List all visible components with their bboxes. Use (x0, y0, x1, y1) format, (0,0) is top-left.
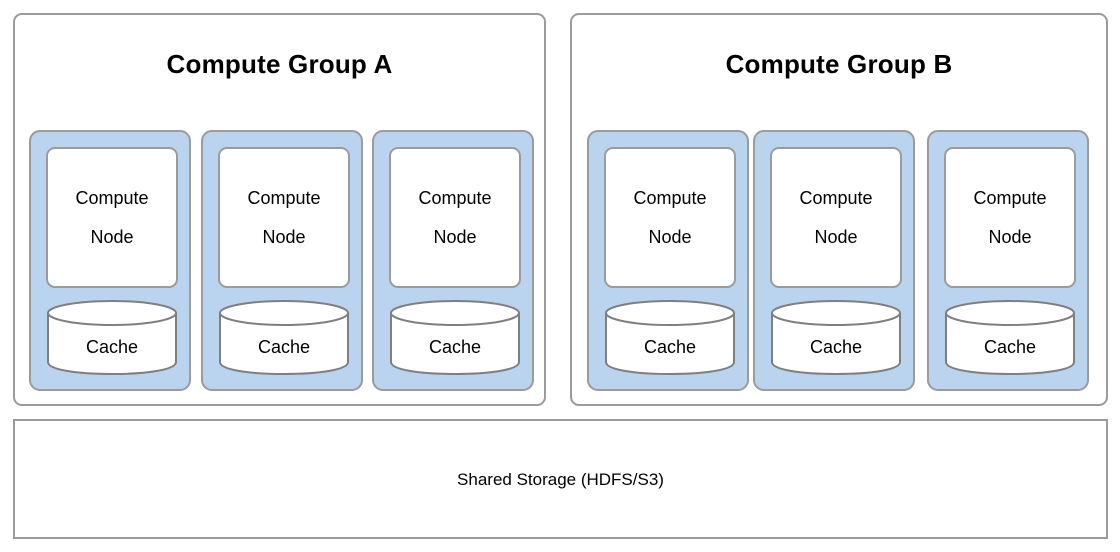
cylinder-icon (605, 300, 735, 375)
compute-node-wrapper-a3[interactable]: Compute Node Cache (372, 130, 534, 391)
compute-node-label-line1: Compute (633, 188, 707, 208)
compute-node-wrapper-a2[interactable]: Compute Node Cache (201, 130, 363, 391)
cache-label: Cache (983, 337, 1037, 357)
compute-group-a-container[interactable]: Compute Group A Compute Node Cache Compu… (13, 13, 546, 406)
compute-node-label-line2: Node (814, 227, 858, 247)
compute-node-wrapper-a1[interactable]: Compute Node Cache (29, 130, 191, 391)
compute-node-wrapper-b3[interactable]: Compute Node Cache (927, 130, 1089, 391)
cylinder-icon (390, 300, 520, 375)
cache-label: Cache (428, 337, 482, 357)
compute-node-label-line1: Compute (973, 188, 1047, 208)
cache-cylinder-b1[interactable]: Cache (604, 299, 736, 376)
cylinder-icon (47, 300, 177, 375)
compute-node-card-a3[interactable]: Compute Node (389, 147, 521, 288)
cache-cylinder-b2[interactable]: Cache (770, 299, 902, 376)
cylinder-icon (219, 300, 349, 375)
cache-label: Cache (257, 337, 311, 357)
compute-node-card-a1[interactable]: Compute Node (46, 147, 178, 288)
cache-cylinder-b3[interactable]: Cache (944, 299, 1076, 376)
compute-node-wrapper-b1[interactable]: Compute Node Cache (587, 130, 749, 391)
compute-node-label-line2: Node (648, 227, 692, 247)
cache-cylinder-a1[interactable]: Cache (46, 299, 178, 376)
cache-label: Cache (809, 337, 863, 357)
compute-node-label-line1: Compute (418, 188, 492, 208)
cache-label: Cache (85, 337, 139, 357)
compute-node-label-line2: Node (262, 227, 306, 247)
compute-node-label-line2: Node (988, 227, 1032, 247)
shared-storage-label: Shared Storage (HDFS/S3) (457, 469, 664, 489)
compute-node-card-b2[interactable]: Compute Node (770, 147, 902, 288)
compute-node-label-line1: Compute (75, 188, 149, 208)
compute-node-label-line2: Node (433, 227, 477, 247)
compute-node-label-line1: Compute (799, 188, 873, 208)
compute-group-b-container[interactable]: Compute Group B Compute Node Cache Compu… (570, 13, 1108, 406)
compute-node-label-line1: Compute (247, 188, 321, 208)
compute-node-card-a2[interactable]: Compute Node (218, 147, 350, 288)
compute-node-label-line2: Node (90, 227, 134, 247)
cache-label: Cache (643, 337, 697, 357)
cache-cylinder-a3[interactable]: Cache (389, 299, 521, 376)
cylinder-icon (945, 300, 1075, 375)
compute-node-card-b3[interactable]: Compute Node (944, 147, 1076, 288)
compute-node-wrapper-b2[interactable]: Compute Node Cache (753, 130, 915, 391)
cylinder-icon (771, 300, 901, 375)
compute-group-b-title: Compute Group B (725, 49, 953, 79)
compute-node-card-b1[interactable]: Compute Node (604, 147, 736, 288)
shared-storage-container[interactable]: Shared Storage (HDFS/S3) (13, 419, 1108, 539)
compute-group-a-title: Compute Group A (166, 49, 393, 79)
cache-cylinder-a2[interactable]: Cache (218, 299, 350, 376)
